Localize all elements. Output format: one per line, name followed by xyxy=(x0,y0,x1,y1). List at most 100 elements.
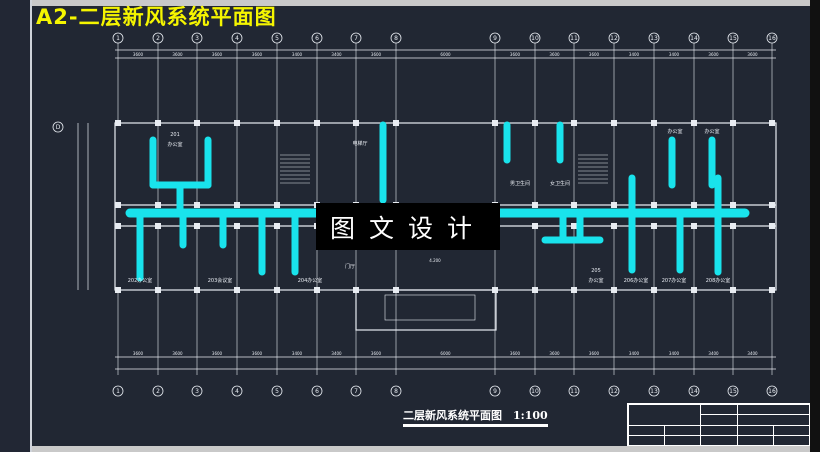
column xyxy=(571,223,577,229)
column xyxy=(393,120,399,126)
column xyxy=(730,287,736,293)
room-label: 办公室 xyxy=(588,277,603,284)
tb-cell xyxy=(772,424,811,436)
column xyxy=(155,202,161,208)
axis-label: 9 xyxy=(493,35,497,42)
dimension-text: 3600 xyxy=(252,351,263,356)
column xyxy=(769,287,775,293)
column xyxy=(194,287,200,293)
column xyxy=(769,120,775,126)
dimension-text: 3600 xyxy=(133,52,144,57)
column xyxy=(571,120,577,126)
dimension-text: 3600 xyxy=(212,52,223,57)
column xyxy=(651,223,657,229)
axis-label: 12 xyxy=(610,388,618,395)
axis-label: 11 xyxy=(570,388,578,395)
column xyxy=(274,223,280,229)
dimension-text: 3400 xyxy=(708,351,719,356)
tb-cell xyxy=(736,424,774,436)
axis-label: 3 xyxy=(195,35,199,42)
column xyxy=(691,223,697,229)
axis-label: 14 xyxy=(690,35,698,42)
axis-label: 4 xyxy=(235,35,239,42)
axis-label: 2 xyxy=(156,35,160,42)
column xyxy=(532,223,538,229)
dimension-text: 3600 xyxy=(589,52,600,57)
axis-label: 8 xyxy=(394,35,398,42)
column xyxy=(194,120,200,126)
axis-bubble xyxy=(52,121,64,133)
axis-bubble xyxy=(648,32,660,44)
axis-bubble xyxy=(688,385,700,397)
axis-label: 2 xyxy=(156,388,160,395)
tb-cell xyxy=(700,424,738,436)
column xyxy=(155,120,161,126)
axis-label: D xyxy=(56,124,61,131)
room-label: 门厅 xyxy=(345,263,355,270)
dimension-text: 3400 xyxy=(669,351,680,356)
axis-label: 15 xyxy=(729,35,737,42)
dimension-text: 6000 xyxy=(440,52,451,57)
axis-label: 6 xyxy=(315,35,319,42)
axis-label: 1 xyxy=(116,388,120,395)
column xyxy=(730,120,736,126)
axis-bubble xyxy=(271,32,283,44)
column xyxy=(115,223,121,229)
dimension-text: 3600 xyxy=(133,351,144,356)
axis-bubble xyxy=(648,385,660,397)
axis-label: 11 xyxy=(570,35,578,42)
dimension-text: 3600 xyxy=(589,351,600,356)
right-edge xyxy=(810,0,820,452)
column xyxy=(115,120,121,126)
axis-label: 7 xyxy=(354,388,358,395)
column xyxy=(691,120,697,126)
axis-bubble xyxy=(271,385,283,397)
axis-bubble xyxy=(231,32,243,44)
dimension-text: 3600 xyxy=(252,52,263,57)
column xyxy=(234,287,240,293)
drawing-title: A2-二层新风系统平面图 xyxy=(36,5,277,29)
column xyxy=(234,202,240,208)
axis-bubble xyxy=(112,385,124,397)
dimension-text: 3600 xyxy=(371,351,382,356)
tb-cell xyxy=(627,404,702,426)
column xyxy=(155,223,161,229)
axis-bubble xyxy=(390,385,402,397)
column xyxy=(532,120,538,126)
left-panel xyxy=(0,0,32,452)
entrance-doors xyxy=(384,294,476,321)
column xyxy=(314,287,320,293)
column xyxy=(691,202,697,208)
tb-cell xyxy=(664,434,702,447)
column xyxy=(115,202,121,208)
axis-bubble xyxy=(568,385,580,397)
axis-bubble xyxy=(766,32,778,44)
column xyxy=(314,120,320,126)
column xyxy=(611,223,617,229)
column xyxy=(651,202,657,208)
room-label: 电梯厅 xyxy=(352,140,367,147)
column xyxy=(571,287,577,293)
column xyxy=(651,287,657,293)
dimension-text: 6000 xyxy=(440,351,451,356)
axis-bubble xyxy=(608,32,620,44)
axis-bubble xyxy=(350,385,362,397)
axis-label: 10 xyxy=(531,388,539,395)
column xyxy=(651,120,657,126)
axis-label: 16 xyxy=(768,35,776,42)
axis-bubble xyxy=(350,32,362,44)
dimension-text: 3600 xyxy=(172,52,183,57)
tb-cell xyxy=(664,424,702,436)
dimension-text: 3400 xyxy=(292,351,303,356)
room-label: 206办公室 xyxy=(624,277,649,284)
axis-bubble xyxy=(529,32,541,44)
axis-label: 5 xyxy=(275,35,279,42)
dimension-text: 3400 xyxy=(331,351,342,356)
column xyxy=(393,287,399,293)
axis-label: 13 xyxy=(650,388,658,395)
axis-label: 5 xyxy=(275,388,279,395)
column xyxy=(353,287,359,293)
room-label: 203会议室 xyxy=(208,277,233,284)
column xyxy=(194,202,200,208)
